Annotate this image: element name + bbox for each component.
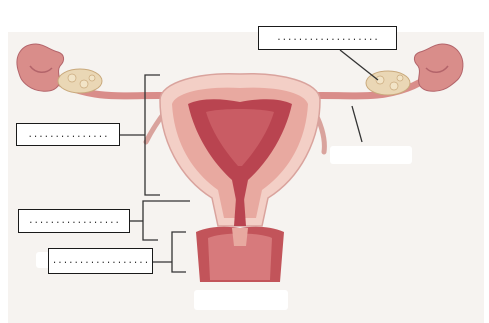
- erased-label-right: [330, 146, 412, 164]
- label-box-left-lower[interactable]: ..................: [48, 248, 153, 274]
- right-fimbriae: [414, 44, 463, 91]
- label-box-left-middle[interactable]: .................: [18, 209, 130, 233]
- label-box-top-right[interactable]: ...................: [258, 26, 397, 50]
- leader-line-ovary: [340, 50, 378, 80]
- bracket-vagina: [172, 232, 186, 272]
- left-fimbriae: [17, 44, 64, 91]
- right-ovary: [366, 71, 410, 95]
- leader-line-tube: [352, 106, 362, 142]
- bracket-cervix: [143, 201, 190, 240]
- cervical-canal: [234, 198, 246, 226]
- label-box-left-upper[interactable]: ...............: [16, 123, 120, 146]
- erased-label-bottom: [194, 290, 288, 310]
- left-ovary: [58, 69, 102, 93]
